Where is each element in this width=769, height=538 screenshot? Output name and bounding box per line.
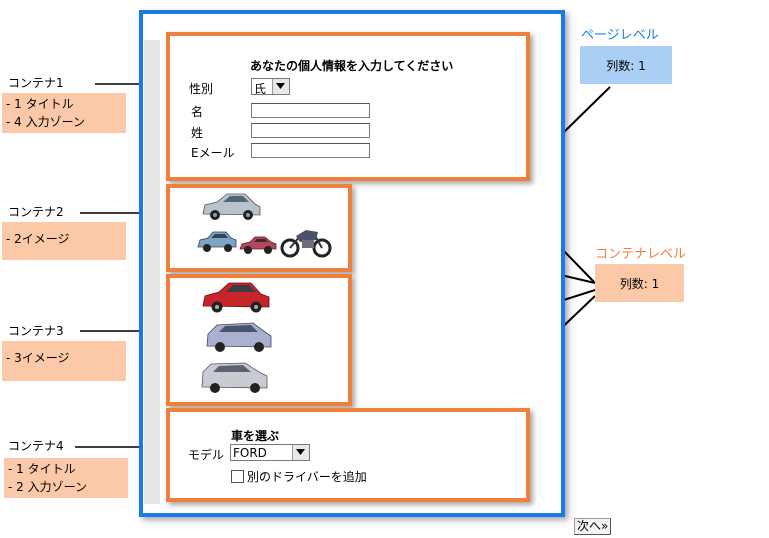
next-button[interactable]: 次へ» [574, 518, 612, 535]
container-2 [166, 184, 352, 272]
container4-annotation: - 1 タイトル - 2 入力ゾーン [4, 458, 128, 498]
container-3 [166, 274, 352, 406]
gender-value: 氏 [254, 82, 267, 96]
container3-annotation: - 3イメージ [2, 341, 126, 381]
gender-select[interactable]: 氏 [251, 78, 290, 96]
annotation-line: - 2 入力ゾーン [8, 480, 87, 494]
page-level-columns: 列数: 1 [580, 46, 672, 84]
annotation-line: - 2イメージ [6, 232, 70, 246]
chevron-down-icon [292, 445, 309, 460]
annotation-line: - 3イメージ [6, 351, 70, 365]
annotation-line: - 4 入力ゾーン [6, 115, 85, 129]
red-hatchback-image [202, 282, 270, 313]
add-driver-label: 別のドライバーを追加 [247, 470, 367, 484]
container4-label: コンテナ4 [8, 439, 64, 453]
page-level-title: ページレベル [581, 28, 659, 43]
silver-minivan-image [206, 322, 272, 352]
container2-label: コンテナ2 [8, 205, 64, 219]
gender-label: 性別 [189, 82, 214, 96]
red-coupe-image [239, 236, 277, 254]
form-title: 車を選ぶ [231, 429, 280, 443]
container1-annotation: - 1 タイトル - 4 入力ゾーン [2, 93, 126, 133]
model-label: モデル [188, 448, 225, 462]
form-title: あなたの個人情報を入力してください [250, 59, 454, 73]
model-value: FORD [233, 446, 267, 460]
chevron-down-icon [272, 79, 289, 94]
annotation-line: - 1 タイトル [6, 97, 74, 111]
container2-annotation: - 2イメージ [2, 222, 126, 260]
silver-hatchback-image [202, 193, 261, 220]
container3-label: コンテナ3 [8, 324, 64, 338]
add-driver-checkbox[interactable] [231, 470, 244, 483]
email-label: Eメール [191, 146, 235, 160]
annotation-line: - 1 タイトル [8, 462, 76, 476]
motorcycle-image [280, 230, 332, 258]
container-4: 車を選ぶ モデル FORD 別のドライバーを追加 [166, 408, 530, 502]
container-level-columns: 列数: 1 [595, 264, 684, 302]
silver-mpv-image [201, 362, 268, 393]
email-input[interactable] [251, 143, 370, 158]
container-1: あなたの個人情報を入力してください 性別 氏 名 姓 Eメール [166, 32, 530, 181]
last-name-label: 姓 [191, 126, 204, 140]
first-name-input[interactable] [251, 103, 370, 118]
model-select[interactable]: FORD [230, 444, 310, 461]
first-name-label: 名 [191, 105, 204, 119]
page-margin [144, 40, 160, 504]
container1-label: コンテナ1 [8, 76, 64, 90]
last-name-input[interactable] [251, 123, 370, 138]
blue-sedan-image [197, 231, 237, 252]
container-level-title: コンテナレベル [595, 247, 687, 262]
